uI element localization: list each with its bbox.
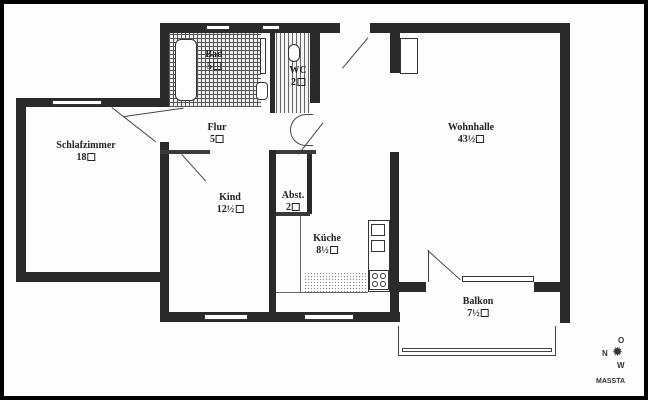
room-area: 5 [209, 134, 215, 145]
floor-plan-paper: Schlafzimmer 18 Bad 5 WC 2 Flur 5 Kind 1… [4, 4, 644, 396]
door-swing-balkon [427, 250, 461, 281]
wall-living-right [560, 23, 570, 323]
wall-bedroom-left [16, 98, 26, 282]
room-area: 43½ [457, 134, 476, 145]
wall-bedroom-right [160, 142, 169, 318]
balkon-railing [398, 326, 556, 356]
wall-balkon-top-right [534, 282, 570, 292]
living-cabinet [400, 38, 418, 74]
room-label-wohnhalle: Wohnhalle 43½ [448, 122, 494, 146]
window-bedroom [52, 100, 102, 105]
room-label-balkon: Balkon 7½ [463, 296, 494, 320]
room-label-wc: WC 2 [289, 65, 306, 89]
kitchen-floor-stipple [304, 272, 368, 292]
wall-living-left-lower [390, 152, 399, 320]
window-kitchen [304, 314, 354, 320]
wall-wc-right [310, 23, 320, 103]
room-name: Kind [219, 192, 241, 203]
room-label-abst: Abst. 2 [282, 190, 305, 214]
room-name: Bad [205, 49, 223, 60]
room-label-bad: Bad 5 [205, 49, 222, 73]
room-area: 7½ [467, 308, 480, 319]
wall-top-bath [160, 23, 340, 33]
kitchen-floor-line [276, 292, 368, 293]
wall-bath-left [160, 23, 169, 107]
sink-icon [256, 82, 268, 100]
compass-north: N [602, 349, 608, 358]
door-arc-wc [290, 114, 313, 146]
room-label-flur: Flur 5 [208, 122, 227, 146]
wall-flur-kind [160, 150, 210, 154]
window-bath [206, 25, 230, 30]
door-swing-flur [124, 107, 184, 117]
window-balkon-door [462, 276, 534, 282]
room-name: Abst. [281, 190, 305, 201]
room-area: 2 [290, 77, 296, 88]
room-name: Schlafzimmer [56, 140, 116, 151]
kitchen-counter-line [300, 216, 301, 292]
door-swing-kind [181, 154, 207, 182]
room-name: Flur [207, 122, 227, 133]
compass-west: W [617, 361, 625, 370]
bathtub-icon [175, 39, 197, 101]
wc-floor [276, 33, 310, 113]
compass-east: O [618, 336, 625, 345]
wall-bath-wc [270, 33, 275, 113]
scale-label: MASSTA [596, 378, 626, 385]
toilet-icon [288, 44, 300, 62]
room-label-kind: Kind 12½ [217, 192, 244, 216]
wall-abst-top [276, 150, 316, 154]
room-label-kueche: Küche 8½ [313, 233, 341, 257]
window-wc [262, 25, 280, 30]
wall-kitchen-left [272, 212, 276, 320]
kitchen-sink-1 [371, 224, 385, 236]
balkon-door-frame [428, 250, 429, 282]
balkon-railing-inner [402, 348, 552, 352]
wall-bottom [160, 312, 400, 322]
room-area: 8½ [316, 245, 329, 256]
compass-rose: O N ✹ W [602, 336, 632, 376]
kitchen-sink-2 [371, 240, 385, 252]
window-kind [204, 314, 248, 320]
wall-abst-bottom [276, 212, 310, 216]
room-area: 2 [285, 202, 291, 213]
stove-icon [369, 270, 389, 290]
room-label-schlafzimmer: Schlafzimmer 18 [56, 140, 115, 164]
room-name: Wohnhalle [447, 122, 495, 133]
room-area: 12½ [216, 204, 235, 215]
wall-living-left-upper [390, 33, 400, 73]
wall-abst-right [307, 154, 312, 214]
wall-top-living [370, 23, 570, 33]
bath-cabinet [260, 38, 266, 74]
door-swing-living [342, 37, 369, 69]
compass-star-icon: ✹ [612, 345, 623, 360]
wall-balkon-top-left [390, 282, 426, 292]
room-name: WC [289, 65, 307, 76]
room-name: Balkon [462, 296, 494, 307]
room-area: 18 [76, 152, 87, 163]
room-area: 5 [206, 61, 212, 72]
room-name: Küche [313, 233, 341, 244]
wall-bedroom-bottom [16, 272, 168, 282]
